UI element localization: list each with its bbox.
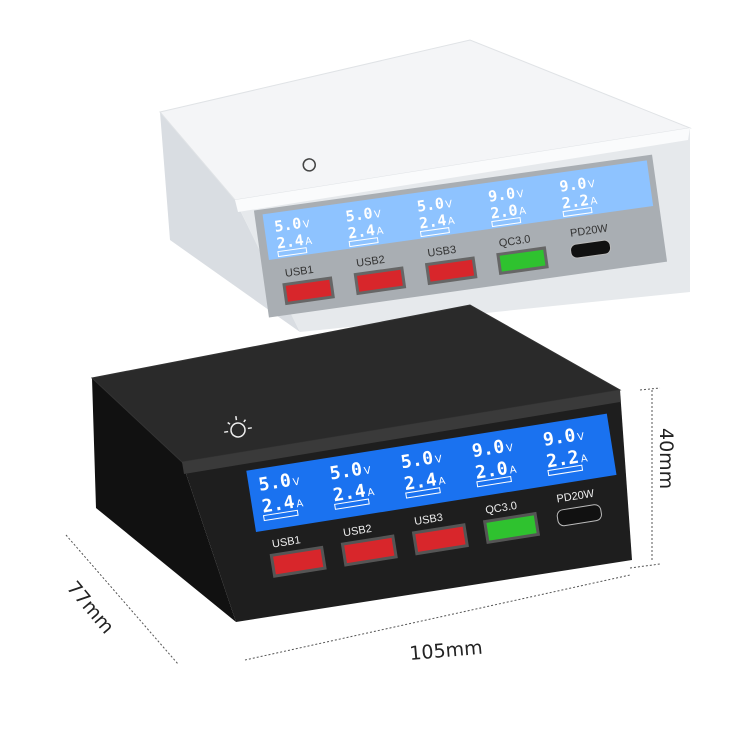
volt-unit: V (587, 179, 595, 191)
amp-unit: A (580, 453, 589, 465)
amp-unit: A (305, 236, 313, 248)
port-label: USB3 (413, 512, 443, 528)
volt-unit: V (505, 443, 514, 455)
usb-a-port[interactable] (428, 259, 475, 282)
voltage-readout: 5.0 (328, 459, 363, 485)
volt-unit: V (292, 477, 301, 489)
voltage-readout: 5.0 (416, 194, 445, 216)
current-readout: 2.4 (347, 221, 376, 243)
usb-c-port[interactable] (556, 504, 602, 527)
port-label: USB2 (356, 254, 386, 270)
battery-bar-icon (547, 464, 584, 477)
port-label: QC3.0 (498, 233, 531, 249)
voltage-readout: 5.0 (344, 204, 373, 226)
port-label: USB1 (271, 534, 301, 550)
battery-bar-icon (334, 498, 370, 510)
port-label: USB3 (427, 244, 457, 260)
amp-unit: A (518, 206, 526, 218)
battery-bar-icon (562, 207, 593, 218)
port-label: USB2 (342, 523, 372, 539)
battery-bar-icon (405, 487, 441, 499)
volt-unit: V (363, 465, 372, 477)
voltage-readout: 9.0 (558, 174, 587, 196)
usb-a-port[interactable] (285, 279, 332, 302)
volt-unit: V (577, 432, 586, 444)
black-sun-icon (224, 416, 252, 438)
port-label: PD20W (556, 488, 596, 506)
port-label: QC3.0 (485, 500, 518, 517)
voltage-readout: 9.0 (470, 436, 505, 462)
battery-bar-icon (491, 217, 522, 228)
amp-unit: A (509, 465, 518, 477)
voltage-readout: 5.0 (399, 448, 434, 474)
usb-a-port[interactable] (344, 537, 395, 564)
usb-a-port[interactable] (357, 269, 403, 292)
battery-bar-icon (348, 237, 379, 248)
white-lcd (262, 160, 654, 260)
amp-unit: A (590, 196, 598, 208)
amp-unit: A (367, 487, 376, 499)
black-left-side (92, 378, 236, 622)
current-readout: 2.4 (276, 231, 305, 253)
port-label: PD20W (569, 222, 609, 239)
voltage-readout: 5.0 (273, 214, 302, 236)
qc-usb-port[interactable] (499, 249, 546, 272)
voltage-readout: 9.0 (542, 425, 577, 451)
amp-unit: A (447, 216, 455, 228)
battery-bar-icon (277, 247, 308, 258)
current-readout: 2.0 (489, 201, 518, 223)
width-dimension: 105mm (409, 637, 484, 665)
volt-unit: V (302, 219, 310, 231)
battery-bar-icon (419, 227, 450, 238)
battery-bar-icon (262, 509, 299, 522)
black-top-edge (182, 390, 620, 474)
amp-unit: A (376, 226, 384, 238)
amp-unit: A (438, 476, 447, 488)
white-sun-icon (302, 158, 317, 172)
voltage-readout: 5.0 (257, 470, 292, 496)
battery-bar-icon (476, 475, 513, 488)
current-readout: 2.4 (418, 211, 447, 233)
black-lcd (246, 413, 617, 532)
voltage-readout: 9.0 (487, 184, 516, 206)
volt-unit: V (434, 454, 443, 466)
white-top-edge (235, 128, 690, 212)
usb-a-port[interactable] (273, 549, 324, 575)
current-readout: 2.2 (561, 191, 590, 213)
depth-dimension: 77mm (62, 577, 118, 638)
port-label: USB1 (284, 264, 314, 280)
usb-a-port[interactable] (415, 526, 466, 552)
volt-unit: V (445, 199, 453, 211)
usb-c-port[interactable] (570, 239, 612, 259)
volt-unit: V (516, 189, 524, 201)
volt-unit: V (374, 209, 382, 221)
qc-usb-port[interactable] (486, 515, 537, 541)
amp-unit: A (296, 498, 305, 510)
height-dimension: 40mm (655, 428, 677, 489)
